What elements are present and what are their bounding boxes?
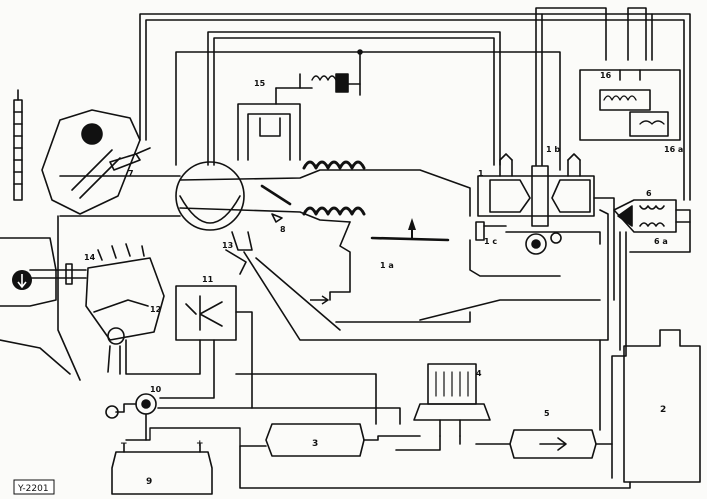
label-2: 2 <box>660 405 666 415</box>
label-11: 11 <box>202 275 214 284</box>
battery <box>111 427 241 495</box>
air-flow-duct <box>329 221 601 323</box>
label-1a: 1 a <box>380 261 394 270</box>
label-7: 7 <box>128 169 134 178</box>
fuel-accumulator <box>413 363 491 437</box>
battery-plus-terminal: + <box>196 439 204 449</box>
label-1c: 1 c <box>484 237 497 246</box>
exhaust-arrow-icon <box>12 270 32 290</box>
throttle-valve <box>260 184 292 223</box>
label-10: 10 <box>150 385 162 394</box>
bellows-lower <box>302 206 366 216</box>
connector-lines <box>235 373 461 451</box>
plenum-chamber <box>175 161 253 251</box>
label-16a: 16 a <box>664 145 683 154</box>
label-6a: 6 a <box>654 237 668 246</box>
label-14: 14 <box>84 253 96 262</box>
figure-reference-text: Y-2201 <box>17 484 49 494</box>
bellows-upper <box>302 160 366 170</box>
engine-head <box>41 109 151 215</box>
warm-up-regulator <box>579 69 681 141</box>
pressure-accumulator <box>613 199 691 233</box>
label-15: 15 <box>254 79 266 88</box>
distributor <box>85 243 165 375</box>
label-3: 3 <box>312 439 318 449</box>
engine-block <box>0 215 81 381</box>
label-12: 12 <box>150 305 161 314</box>
right-fuel-lines <box>593 197 691 479</box>
lambda-sensor <box>13 89 23 201</box>
label-5: 5 <box>544 409 550 418</box>
label-6: 6 <box>646 189 652 198</box>
battery-minus-terminal: − <box>120 439 128 449</box>
fuel-distributor <box>475 153 601 255</box>
label-1: 1 <box>478 169 484 178</box>
label-1b: 1 b <box>546 145 560 154</box>
label-13: 13 <box>222 241 233 250</box>
fuel-filter <box>475 429 613 459</box>
top-fuel-lines <box>139 7 691 201</box>
label-8: 8 <box>280 225 286 234</box>
fuel-pump <box>239 423 631 489</box>
ignition-switch <box>105 393 157 441</box>
figure-reference: Y-2201 <box>13 479 55 495</box>
auxiliary-air-valve <box>237 73 361 161</box>
label-4: 4 <box>476 369 482 378</box>
label-9: 9 <box>146 477 152 487</box>
intake-tubes <box>59 169 471 223</box>
control-relay <box>125 285 253 409</box>
fuel-tank <box>623 329 701 483</box>
air-flow-arrow <box>408 218 416 238</box>
fuel-flow-arrow <box>310 295 330 305</box>
label-16: 16 <box>600 71 612 80</box>
